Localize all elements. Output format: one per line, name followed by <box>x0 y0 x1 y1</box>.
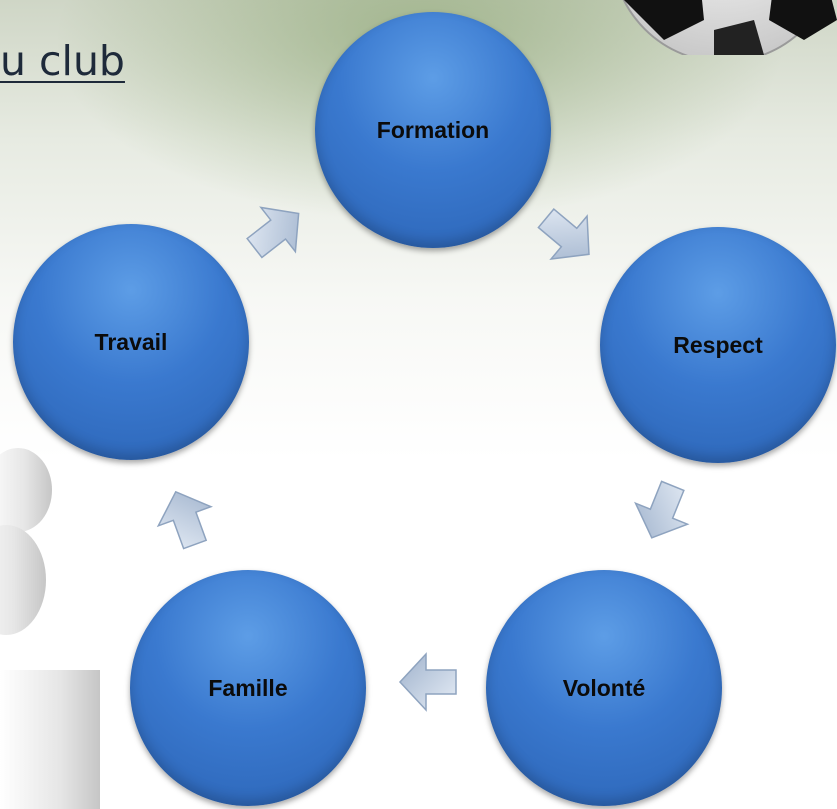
cycle-arrow-icon <box>527 196 608 277</box>
cycle-node-label: Formation <box>376 116 490 143</box>
cycle-node-label: Travail <box>94 328 168 355</box>
soccer-ball-image <box>604 0 837 55</box>
cycle-node-respect: Respect <box>600 227 836 463</box>
cycle-arrow-icon <box>148 481 222 555</box>
cycle-node-travail: Travail <box>13 224 249 460</box>
slide-title: u club <box>0 26 185 96</box>
3d-figure-image <box>0 430 120 809</box>
cycle-node-famille: Famille <box>130 570 366 806</box>
cycle-arrow-icon <box>625 474 700 550</box>
cycle-arrow-icon <box>399 653 457 711</box>
slide-title-text: u club <box>0 37 125 85</box>
cycle-node-formation: Formation <box>315 12 551 248</box>
cycle-node-label: Famille <box>208 674 288 701</box>
cycle-arrow-icon <box>236 190 317 271</box>
cycle-node-volonte: Volonté <box>486 570 722 806</box>
cycle-node-label: Volonté <box>562 674 646 701</box>
cycle-node-label: Respect <box>673 331 763 358</box>
